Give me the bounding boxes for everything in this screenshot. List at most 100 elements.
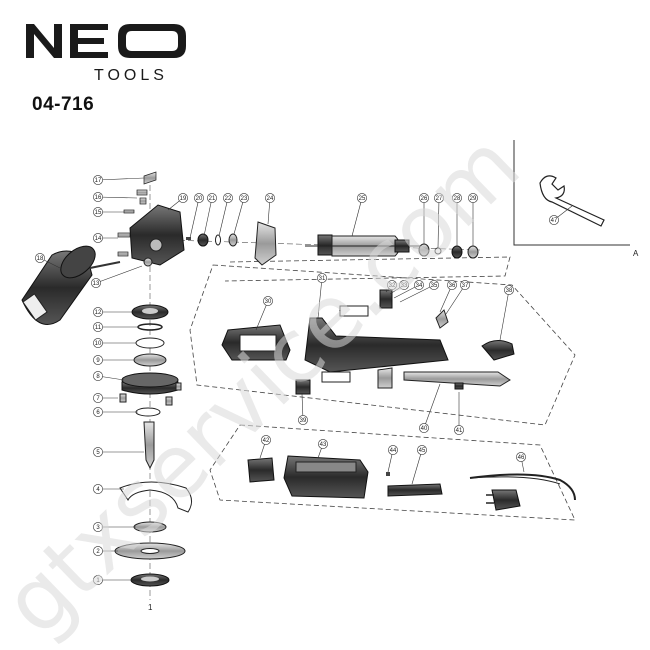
callout-circle-9 <box>93 355 103 365</box>
callout-circle-44 <box>388 445 398 455</box>
callout-circle-39 <box>298 415 308 425</box>
corner-label: A <box>633 249 639 258</box>
bottom-label: 1 <box>148 603 153 612</box>
callout-number-7: 7 <box>96 396 100 402</box>
middle-row-parts <box>221 289 515 395</box>
callout-circle-35 <box>429 280 439 290</box>
callout-circle-30 <box>263 296 273 306</box>
callout-circle-26 <box>419 193 429 203</box>
callout-number-32: 32 <box>389 283 396 289</box>
callout-number-13: 13 <box>93 281 100 287</box>
callout-number-28: 28 <box>454 196 461 202</box>
callout-number-33: 33 <box>401 283 408 289</box>
axis-lines <box>149 185 481 600</box>
callout-circle-13 <box>91 278 101 288</box>
callout-circle-14 <box>93 233 103 243</box>
callout-leader-20 <box>189 197 200 239</box>
callout-circle-42 <box>261 435 271 445</box>
callout-circle-18 <box>35 253 45 263</box>
callout-circle-21 <box>207 193 217 203</box>
callout-leader-30 <box>255 300 269 331</box>
callout-number-31: 31 <box>319 276 326 282</box>
callout-number-39: 39 <box>300 418 307 424</box>
callout-number-38: 38 <box>506 288 513 294</box>
callout-circle-43 <box>318 439 328 449</box>
callout-number-24: 24 <box>267 196 274 202</box>
callout-number-18: 18 <box>37 256 44 262</box>
callout-number-15: 15 <box>95 210 102 216</box>
callout-leader-22 <box>218 197 229 237</box>
small-hardware-left <box>117 171 157 257</box>
brand-sub-text: TOOLS <box>94 67 168 84</box>
lower-row-parts <box>247 455 576 511</box>
callout-number-37: 37 <box>462 283 469 289</box>
callout-circle-11 <box>93 322 103 332</box>
spanner-part <box>539 175 605 227</box>
callout-circle-10 <box>93 338 103 348</box>
callout-number-44: 44 <box>390 448 397 454</box>
callout-number-17: 17 <box>95 178 102 184</box>
callout-leader-13 <box>95 265 143 284</box>
callout-number-29: 29 <box>470 196 477 202</box>
callout-number-45: 45 <box>419 448 426 454</box>
callout-circle-12 <box>93 307 103 317</box>
callout-number-25: 25 <box>359 196 366 202</box>
callout-number-6: 6 <box>96 410 100 416</box>
callout-circle-2 <box>93 546 103 556</box>
callout-leader-35 <box>399 284 435 303</box>
callout-leader-17 <box>97 177 145 181</box>
assembly-outline-middle <box>189 264 576 426</box>
callout-circle-5 <box>93 447 103 457</box>
callout-number-30: 30 <box>265 299 272 305</box>
callout-circle-20 <box>194 193 204 203</box>
callout-circle-36 <box>447 280 457 290</box>
model-number: 04-716 <box>32 94 95 115</box>
callout-circle-33 <box>399 280 409 290</box>
callout-circle-23 <box>239 193 249 203</box>
callout-circle-16 <box>93 192 103 202</box>
callout-circle-7 <box>93 393 103 403</box>
callout-circle-38 <box>504 285 514 295</box>
callout-number-12: 12 <box>95 310 102 316</box>
callout-leader-40 <box>423 383 441 429</box>
side-handle-part <box>21 245 121 325</box>
neo-tools-logo: TOOLS <box>26 24 186 84</box>
callout-circle-34 <box>414 280 424 290</box>
spindle-stack <box>114 304 192 587</box>
callout-leader-27 <box>437 197 440 249</box>
callout-circle-45 <box>417 445 427 455</box>
callout-circle-40 <box>419 423 429 433</box>
callout-number-21: 21 <box>209 196 216 202</box>
callout-leader-36 <box>439 284 453 313</box>
callout-leader-21 <box>203 197 213 237</box>
callout-circle-19 <box>178 193 188 203</box>
callout-number-41: 41 <box>456 428 463 434</box>
callout-number-9: 9 <box>96 358 100 364</box>
callout-leader-25 <box>351 197 363 237</box>
detail-bracket: A <box>513 140 639 258</box>
callout-circle-22 <box>223 193 233 203</box>
callout-circle-24 <box>265 193 275 203</box>
callout-number-35: 35 <box>431 283 438 289</box>
callout-circle-3 <box>93 522 103 532</box>
callout-circle-41 <box>454 425 464 435</box>
callout-leader-38 <box>499 289 510 341</box>
callout-circle-1 <box>93 575 103 585</box>
callout-number-46: 46 <box>518 455 525 461</box>
callout-circle-31 <box>317 273 327 283</box>
callout-number-3: 3 <box>96 525 100 531</box>
callout-number-43: 43 <box>320 442 327 448</box>
callout-circle-32 <box>387 280 397 290</box>
callout-number-22: 22 <box>225 196 232 202</box>
callout-number-11: 11 <box>95 325 102 331</box>
callout-leader-31 <box>317 277 323 319</box>
callout-circle-29 <box>468 193 478 203</box>
callout-circle-4 <box>93 484 103 494</box>
callout-number-36: 36 <box>449 283 456 289</box>
callout-leader-37 <box>445 284 466 315</box>
callout-number-16: 16 <box>95 195 102 201</box>
assembly-outline-lower <box>209 424 576 521</box>
